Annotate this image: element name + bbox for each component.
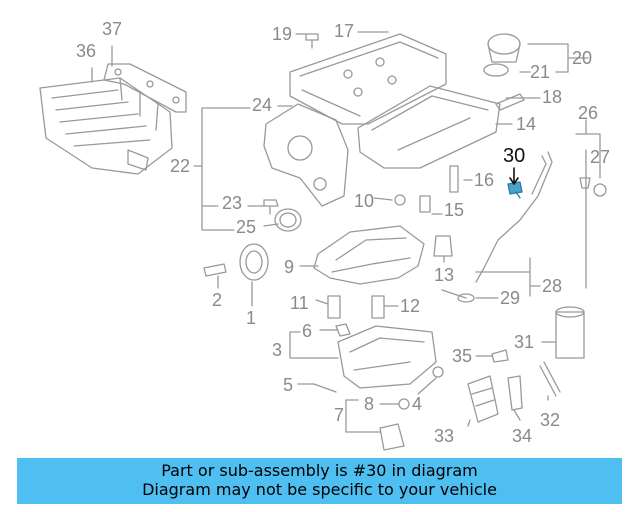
callout-35: 35 [452, 346, 473, 366]
part-bolt-11 [327, 295, 341, 319]
part-dipstick-5 [313, 383, 337, 393]
callout-14: 14 [516, 114, 537, 134]
callout-6: 6 [302, 321, 313, 341]
callout-24: 24 [252, 95, 273, 115]
callout-22: 22 [170, 156, 191, 176]
part-timing-cover [263, 103, 349, 207]
part-bolt-23 [263, 199, 279, 215]
callout-18: 18 [542, 87, 563, 107]
part-bolt-12 [371, 295, 385, 319]
part-washer [394, 194, 406, 206]
part-valve-cover [289, 33, 447, 125]
parts-diagram [39, 31, 607, 451]
callout-28: 28 [542, 276, 563, 296]
part-dipstick-tube [475, 151, 553, 283]
callout-31: 31 [514, 332, 535, 352]
part-bolt-16 [449, 165, 459, 193]
callout-12: 12 [400, 296, 421, 316]
banner-line-2: Diagram may not be specific to your vehi… [142, 480, 497, 499]
part-filler-cap [487, 33, 521, 63]
part-30-highlight [507, 181, 523, 199]
callout-15: 15 [444, 200, 465, 220]
part-bolt-19 [305, 33, 319, 49]
part-plug-4 [432, 366, 444, 378]
callout-34: 34 [512, 426, 533, 446]
leader-lines [91, 31, 601, 433]
callout-17: 17 [334, 21, 355, 41]
part-oil-cooler-33 [467, 375, 499, 423]
callout-21: 21 [530, 62, 551, 82]
callout-13: 13 [434, 265, 455, 285]
part-cap-seal [483, 63, 509, 77]
callout-26: 26 [578, 103, 599, 123]
part-oring-29 [457, 293, 475, 303]
part-pulley [239, 243, 269, 281]
part-upper-cover [357, 85, 501, 169]
callout-25: 25 [236, 217, 257, 237]
callout-3: 3 [272, 340, 283, 360]
part-32 [539, 361, 561, 397]
part-7 [379, 423, 405, 451]
callout-8: 8 [364, 394, 375, 414]
callout-10: 10 [354, 191, 375, 211]
callout-9: 9 [284, 257, 295, 277]
part-manifold-gasket [103, 63, 187, 113]
callout-37: 37 [102, 19, 123, 39]
callout-36: 36 [76, 41, 97, 61]
part-bolt-2 [203, 263, 227, 277]
callout-19: 19 [272, 24, 293, 44]
part-dipstick-26 [579, 149, 591, 289]
callout-32: 32 [540, 410, 561, 430]
part-27 [593, 183, 607, 197]
info-banner: Part or sub-assembly is #30 in diagram D… [17, 458, 622, 504]
part-8 [398, 398, 410, 410]
part-18 [495, 93, 525, 111]
callout-27: 27 [590, 147, 611, 167]
part-sensor-13 [433, 235, 453, 257]
callout-33: 33 [434, 426, 455, 446]
banner-line-1: Part or sub-assembly is #30 in diagram [161, 461, 478, 480]
callout-4: 4 [412, 394, 423, 414]
callout-7: 7 [334, 405, 345, 425]
part-bolt-15 [419, 195, 431, 213]
part-seal [274, 208, 302, 232]
callout-29: 29 [500, 288, 521, 308]
part-6 [335, 323, 351, 337]
callout-2: 2 [212, 290, 223, 310]
callout-20: 20 [572, 48, 593, 68]
callout-16: 16 [474, 170, 495, 190]
part-35 [491, 349, 509, 363]
part-34 [507, 375, 523, 411]
part-intake-manifold [39, 77, 173, 175]
callout-5: 5 [283, 375, 294, 395]
callout-23: 23 [222, 193, 243, 213]
part-oil-pan-lower [337, 325, 437, 389]
callout-11: 11 [290, 293, 309, 313]
callout-30-highlight: 30 [503, 145, 526, 167]
part-oil-pan-upper [313, 225, 425, 285]
callout-1: 1 [246, 308, 257, 328]
part-oil-filter [555, 306, 585, 359]
